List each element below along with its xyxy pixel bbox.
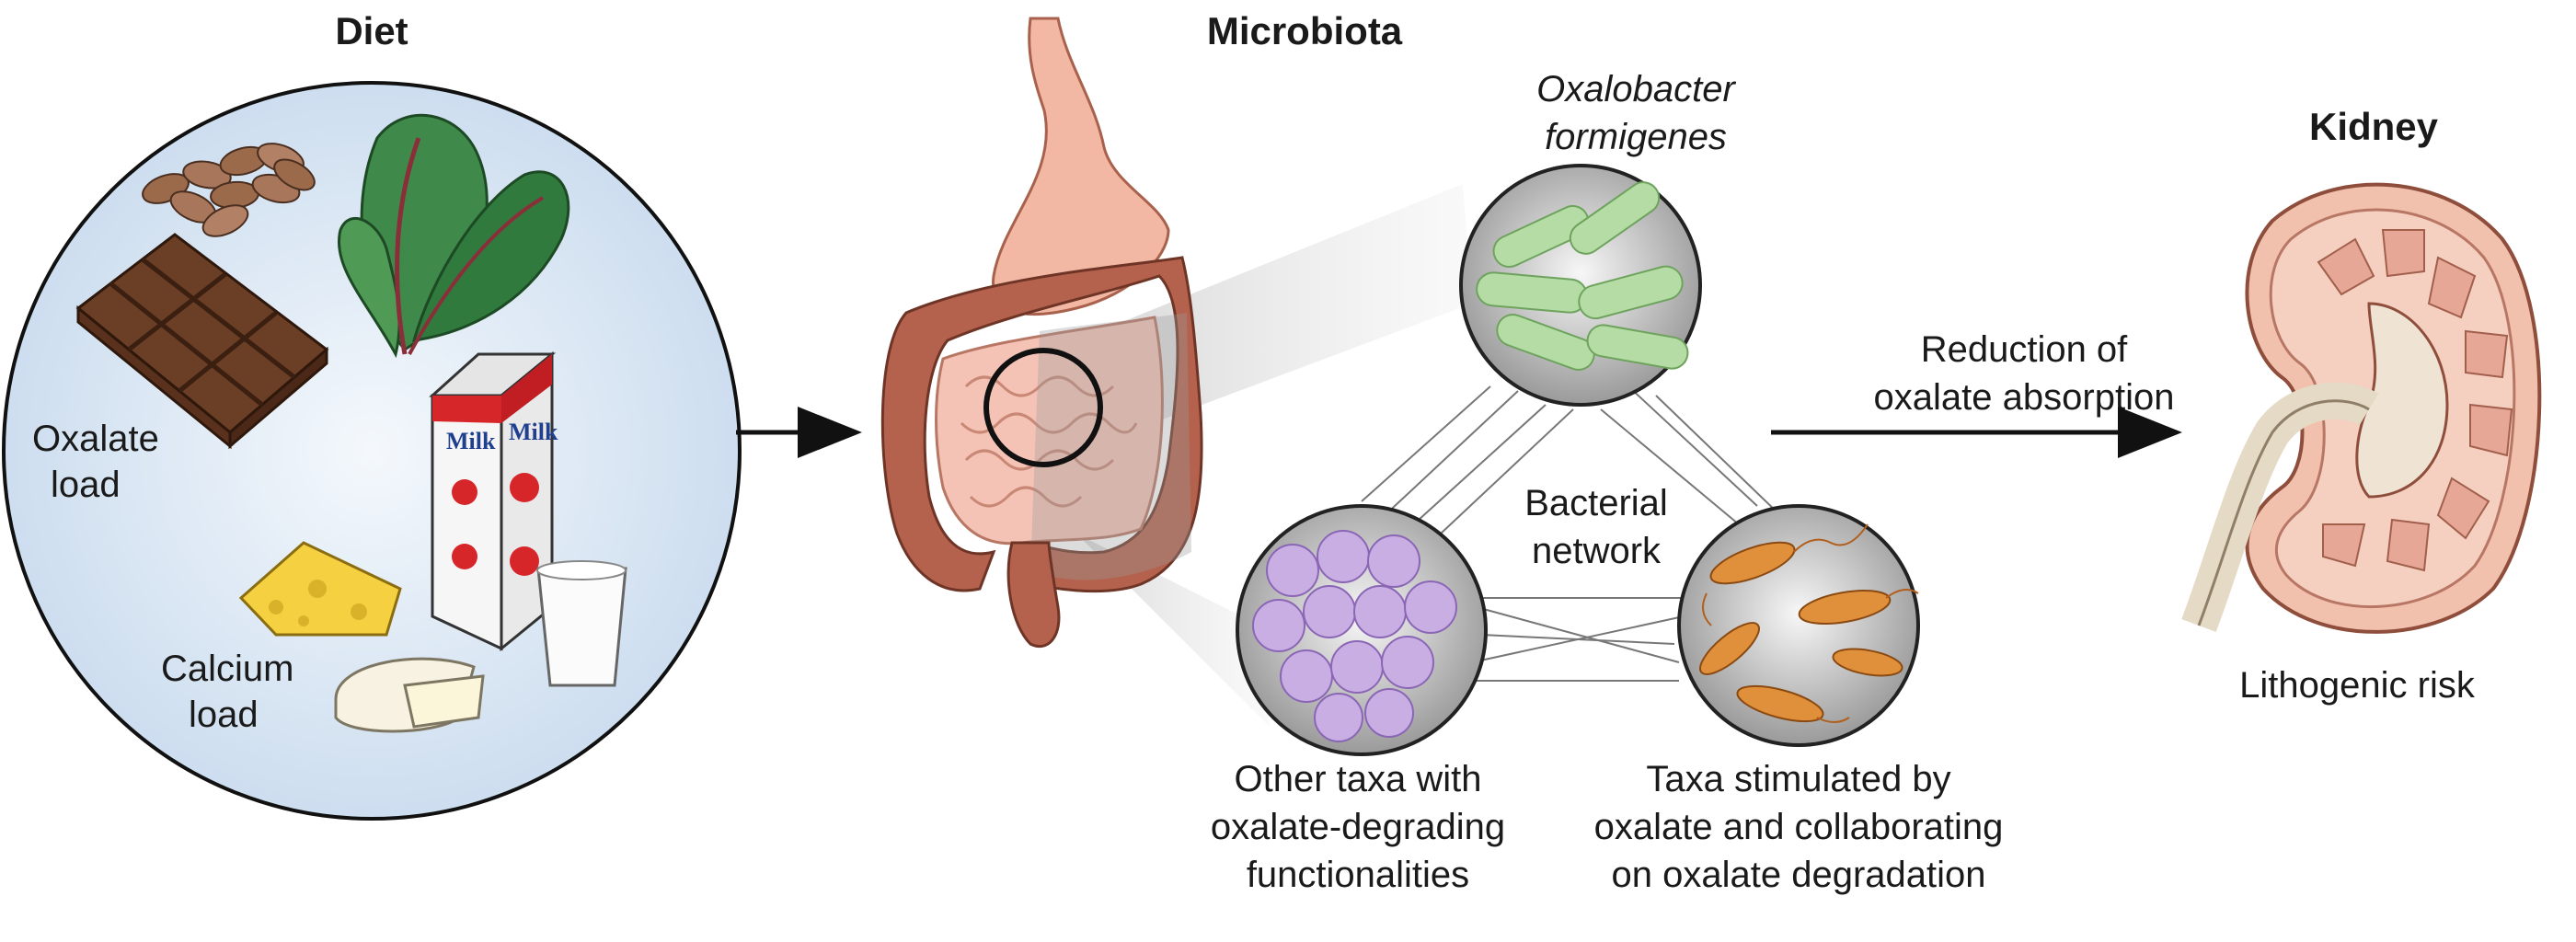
other-taxa-label-line-3: functionalities <box>1247 855 1469 895</box>
calcium-load-line-2: load <box>189 695 259 735</box>
kidney-icon <box>2181 182 2542 634</box>
cheese-icon <box>238 541 402 637</box>
milk-carton-icon: Milk Milk <box>429 350 558 652</box>
other-taxa-label-line-2: oxalate-degrading <box>1211 807 1505 847</box>
milk-label-front: Milk <box>446 428 496 454</box>
other-taxa-bubble <box>1236 504 1488 756</box>
diet-heading: Diet <box>335 9 408 52</box>
chocolate-icon <box>75 233 329 450</box>
reduction-label-line-2: oxalate absorption <box>1874 377 2175 418</box>
oxalate-load-line-1: Oxalate <box>32 419 159 459</box>
brie-icon <box>334 657 485 733</box>
stimulated-taxa-label-line-1: Taxa stimulated by <box>1646 759 1950 799</box>
lithogenic-risk-label: Lithogenic risk <box>2239 665 2476 706</box>
kidney-heading: Kidney <box>2309 105 2439 148</box>
bacterial-network <box>1361 385 1781 682</box>
stimulated-taxa-label-line-2: oxalate and collaborating <box>1594 807 2004 847</box>
oxalate-load-line-2: load <box>51 465 121 505</box>
almonds-icon <box>142 143 316 237</box>
calcium-load-line-1: Calcium <box>161 649 293 689</box>
oxalobacter-label-line-2: formigenes <box>1545 117 1727 157</box>
oxalobacter-label-line-1: Oxalobacter <box>1536 69 1736 109</box>
microbiota-heading: Microbiota <box>1207 9 1403 52</box>
bacterial-network-label-line-1: Bacterial <box>1524 483 1668 523</box>
other-taxa-label-line-1: Other taxa with <box>1234 759 1481 799</box>
diet-panel: Milk Milk Oxalate load Calcium load <box>2 81 742 821</box>
oxalobacter-bubble <box>1459 164 1702 407</box>
stimulated-taxa-bubble <box>1677 504 1920 747</box>
reduction-label-line-1: Reduction of <box>1921 329 2128 370</box>
milk-label-side: Milk <box>509 419 558 445</box>
spinach-icon <box>338 113 570 359</box>
digestive-tract-icon <box>880 17 1472 727</box>
stimulated-taxa-label-line-3: on oxalate degradation <box>1612 855 1986 895</box>
bacterial-network-label-line-2: network <box>1532 531 1662 571</box>
zoom-focus-circle <box>983 348 1103 467</box>
glass-of-milk-icon <box>536 560 627 687</box>
